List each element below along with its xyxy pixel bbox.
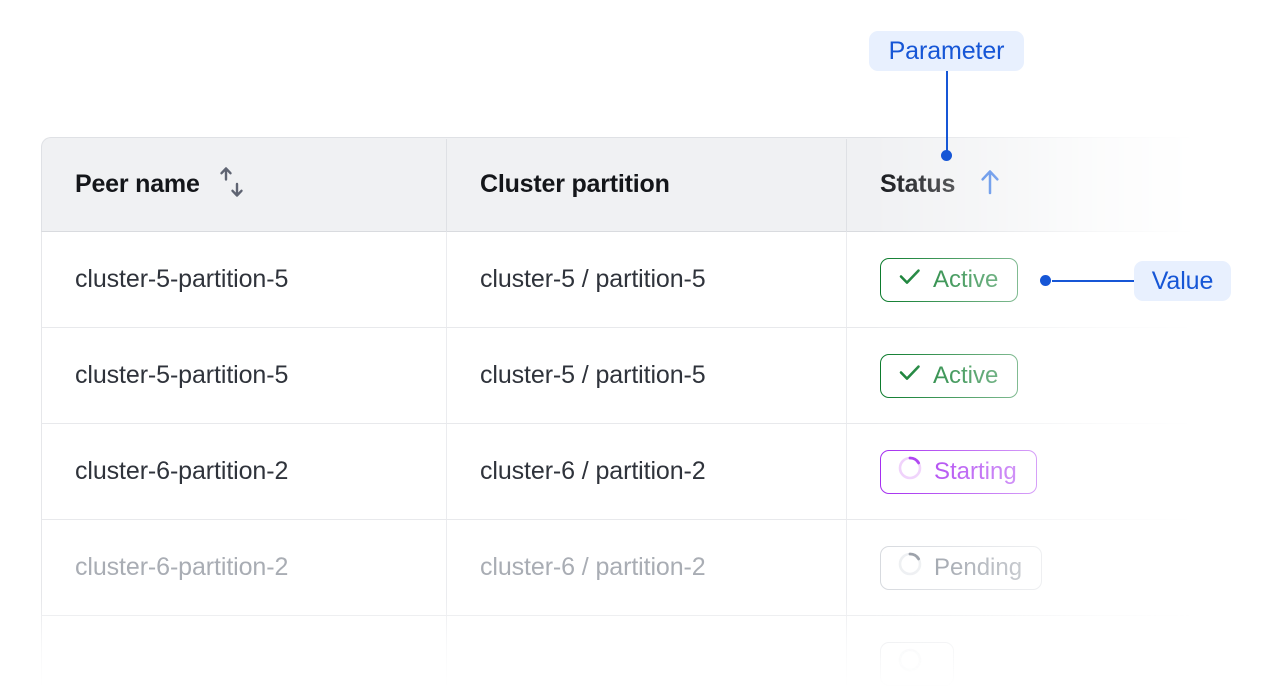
table-row[interactable]: cluster-6-partition-2 cluster-6 / partit… — [41, 424, 1196, 520]
status-label: Starting — [934, 457, 1017, 485]
annotation-anchor-dot-parameter — [941, 150, 952, 161]
annotation-leader-line-value — [1052, 280, 1134, 282]
peer-name-text: cluster-5-partition-5 — [75, 265, 289, 293]
check-icon — [897, 360, 922, 392]
cluster-partition-text: cluster-5 / partition-5 — [480, 265, 706, 293]
status-badge[interactable]: Pending — [880, 545, 1043, 590]
status-badge[interactable]: Starting — [880, 449, 1037, 494]
cell-cluster-partition: cluster-5 / partition-5 — [447, 232, 847, 327]
annotation-leader-line-parameter — [946, 71, 948, 155]
table-row[interactable] — [41, 616, 1196, 688]
column-header-label: Peer name — [75, 170, 200, 198]
cell-status — [847, 616, 1196, 688]
cell-peer-name: cluster-6-partition-2 — [42, 520, 447, 615]
cell-peer-name: cluster-5-partition-5 — [42, 328, 447, 423]
row-column-divider — [446, 328, 447, 423]
row-column-divider — [846, 520, 847, 615]
peer-name-text: cluster-6-partition-2 — [75, 553, 289, 581]
cell-cluster-partition — [447, 616, 847, 688]
row-column-divider — [446, 520, 447, 615]
table-row[interactable]: cluster-5-partition-5 cluster-5 / partit… — [41, 232, 1196, 328]
cell-peer-name — [42, 616, 447, 688]
column-header-status[interactable]: Status — [847, 138, 1196, 231]
column-header-label: Cluster partition — [480, 170, 670, 198]
table-row[interactable]: cluster-6-partition-2 cluster-6 / partit… — [41, 520, 1196, 616]
row-column-divider — [446, 232, 447, 327]
peer-name-text: cluster-6-partition-2 — [75, 457, 289, 485]
column-header-cluster-partition[interactable]: Cluster partition — [447, 138, 847, 231]
row-column-divider — [446, 424, 447, 519]
header-column-divider — [846, 139, 847, 232]
status-badge[interactable] — [880, 641, 954, 686]
table-body: cluster-5-partition-5 cluster-5 / partit… — [41, 232, 1196, 688]
table-row[interactable]: cluster-5-partition-5 cluster-5 / partit… — [41, 328, 1196, 424]
arrow-up-icon[interactable] — [977, 167, 1003, 202]
column-header-peer-name[interactable]: Peer name — [42, 138, 447, 231]
peers-table: Peer name Cluster partition Status — [41, 137, 1196, 688]
cell-cluster-partition: cluster-6 / partition-2 — [447, 520, 847, 615]
table-fade-clip: Peer name Cluster partition Status — [41, 137, 1196, 688]
cell-status: Pending — [847, 520, 1196, 615]
cell-status: Starting — [847, 424, 1196, 519]
status-label: Active — [933, 361, 999, 389]
cluster-partition-text: cluster-6 / partition-2 — [480, 553, 706, 581]
column-header-label: Status — [880, 170, 956, 198]
status-label: Pending — [934, 553, 1023, 581]
cluster-partition-text: cluster-5 / partition-5 — [480, 361, 706, 389]
row-column-divider — [846, 616, 847, 688]
cluster-partition-text: cluster-6 / partition-2 — [480, 457, 706, 485]
annotation-anchor-dot-value — [1040, 275, 1051, 286]
peer-name-text: cluster-5-partition-5 — [75, 361, 289, 389]
spinner-icon — [897, 551, 923, 584]
spinner-icon — [897, 647, 923, 680]
cell-peer-name: cluster-5-partition-5 — [42, 232, 447, 327]
cell-cluster-partition: cluster-6 / partition-2 — [447, 424, 847, 519]
check-icon — [897, 264, 922, 296]
status-badge[interactable]: Active — [880, 257, 1019, 302]
table-header-row: Peer name Cluster partition Status — [41, 137, 1196, 232]
sort-updown-icon[interactable] — [217, 165, 247, 204]
cell-cluster-partition: cluster-5 / partition-5 — [447, 328, 847, 423]
annotation-badge-value: Value — [1134, 261, 1231, 301]
header-column-divider — [446, 139, 447, 232]
row-column-divider — [446, 616, 447, 688]
cell-status: Active — [847, 232, 1196, 327]
annotation-badge-parameter: Parameter — [869, 31, 1024, 71]
status-badge[interactable]: Active — [880, 353, 1019, 398]
table-inner: Peer name Cluster partition Status — [41, 137, 1196, 688]
spinner-icon — [897, 455, 923, 488]
status-label: Active — [933, 265, 999, 293]
row-column-divider — [846, 232, 847, 327]
cell-status: Active — [847, 328, 1196, 423]
row-column-divider — [846, 424, 847, 519]
cell-peer-name: cluster-6-partition-2 — [42, 424, 447, 519]
row-column-divider — [846, 328, 847, 423]
